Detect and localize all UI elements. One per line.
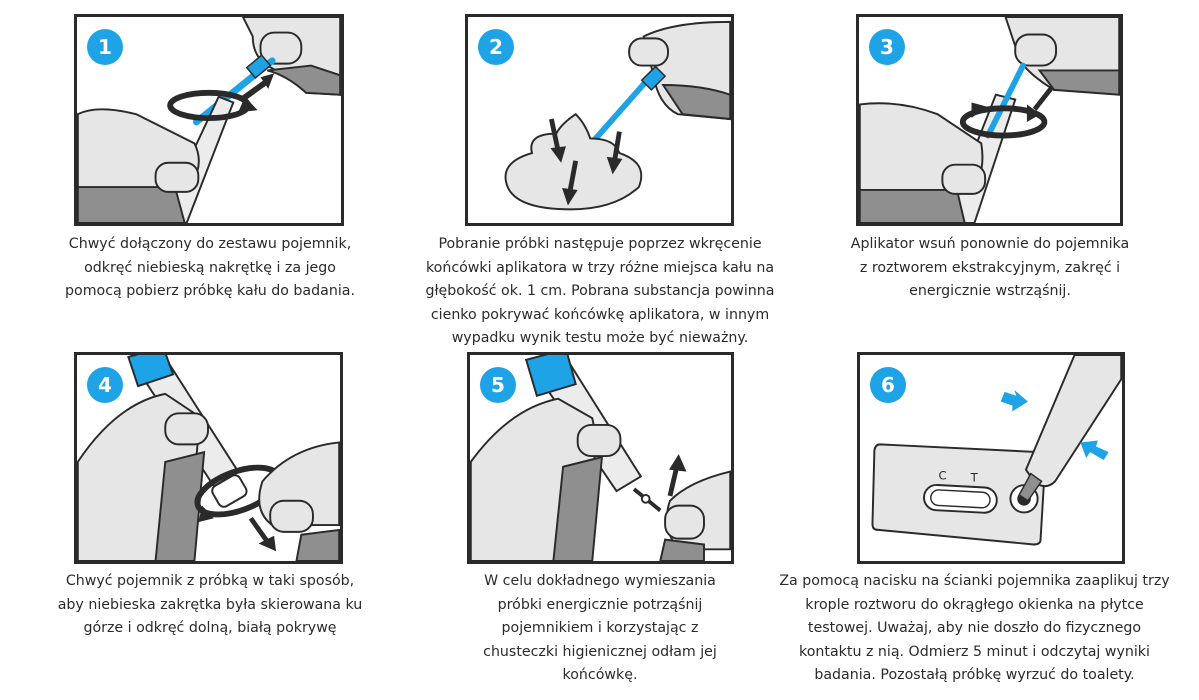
- step-3-illustration: 3: [856, 14, 1123, 226]
- caption-line: cienko pokrywać końcówkę aplikatora, w i…: [430, 306, 770, 323]
- step-number-badge: 3: [869, 29, 905, 65]
- step-4-illustration: 4: [74, 352, 343, 564]
- step-number-badge: 6: [870, 367, 906, 403]
- unscrew-cap-drawing: [77, 355, 340, 561]
- step-1-caption: Chwyć dołączony do zestawu pojemnik, odk…: [30, 233, 390, 304]
- caption-line: W celu dokładnego wymieszania: [484, 573, 716, 589]
- caption-line: testowej. Uważaj, aby nie doszło do fizy…: [807, 620, 1142, 637]
- step-number-badge: 1: [87, 29, 123, 65]
- caption-line: aby niebieska zakrętka była skierowana k…: [57, 596, 363, 613]
- step-4-caption: Chwyć pojemnik z próbką w taki sposób, a…: [30, 570, 390, 641]
- stool-sampling-drawing: [504, 20, 731, 211]
- caption-line: pomocą pobierz próbkę kału do badania.: [65, 283, 355, 300]
- caption-line: Chwyć dołączony do zestawu pojemnik,: [68, 236, 352, 252]
- step-6-illustration: 6 C T: [857, 352, 1125, 564]
- step-2-caption: Pobranie próbki następuje poprzez wkręce…: [395, 233, 805, 351]
- test-cassette-drawing: C T: [871, 355, 1122, 546]
- caption-line: pojemnikiem i korzystając z: [501, 620, 699, 637]
- step-number-badge: 4: [87, 367, 123, 403]
- step-6-caption: Za pomocą nacisku na ścianki pojemnika z…: [750, 570, 1199, 688]
- break-tip-drawing: [470, 355, 731, 561]
- caption-line: próbki energicznie potrząśnij: [497, 596, 703, 613]
- step-1-illustration: 1: [74, 14, 344, 226]
- caption-line: z roztworem ekstrakcyjnym, zakręć i: [859, 259, 1121, 276]
- caption-line: krople roztworu do okrągłego okienka na …: [805, 596, 1144, 613]
- step-number-badge: 5: [480, 367, 516, 403]
- cassette-label-t: T: [970, 470, 979, 484]
- step-3-caption: Aplikator wsuń ponownie do pojemnika z r…: [810, 233, 1170, 304]
- caption-line: odkręć niebieską nakrętkę i za jego: [84, 259, 336, 276]
- caption-line: badania. Pozostałą próbkę wyrzuć do toal…: [814, 667, 1135, 684]
- tube-and-applicator-drawing: [77, 17, 341, 223]
- caption-line: Za pomocą nacisku na ścianki pojemnika z…: [779, 573, 1170, 589]
- step-2-illustration: 2: [465, 14, 734, 226]
- caption-line: chusteczki higienicznej odłam jej: [483, 643, 717, 660]
- caption-line: głębokość ok. 1 cm. Pobrana substancja p…: [425, 283, 775, 300]
- step-5-illustration: 5: [467, 352, 734, 564]
- caption-line: energicznie wstrząśnij.: [909, 283, 1071, 300]
- step-number-badge: 2: [478, 29, 514, 65]
- caption-line: końcówki aplikatora w trzy różne miejsca…: [425, 259, 775, 276]
- caption-line: górze i odkręć dolną, białą pokrywę: [83, 620, 337, 637]
- caption-line: kontaktu z nią. Odmierz 5 minut i odczyt…: [799, 643, 1150, 660]
- step-5-caption: W celu dokładnego wymieszania próbki ene…: [420, 570, 780, 688]
- caption-line: Aplikator wsuń ponownie do pojemnika: [850, 236, 1130, 252]
- caption-line: Chwyć pojemnik z próbką w taki sposób,: [65, 573, 355, 589]
- caption-line: wypadku wynik testu może być nieważny.: [451, 330, 749, 347]
- caption-line: Pobranie próbki następuje poprzez wkręce…: [438, 236, 762, 252]
- caption-line: końcówkę.: [562, 667, 638, 684]
- cassette-label-c: C: [939, 468, 947, 482]
- insert-applicator-drawing: [859, 17, 1120, 223]
